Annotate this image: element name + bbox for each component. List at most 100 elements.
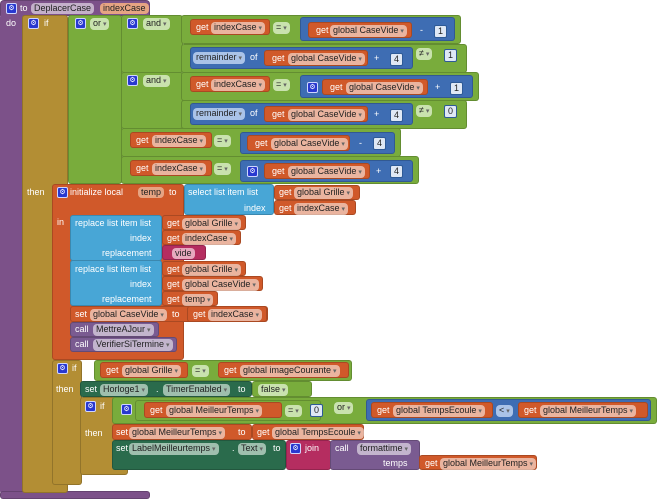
var-dropdown[interactable]: global MeilleurTemps (129, 427, 226, 439)
if-label: if (100, 401, 105, 411)
property-dropdown[interactable]: TimerEnabled (163, 384, 231, 396)
get-label: get (279, 187, 292, 197)
var-dropdown[interactable]: global CaseVide (346, 82, 423, 94)
of-label: of (250, 52, 258, 62)
get-label: get (279, 203, 292, 213)
gear-icon[interactable]: ⚙ (57, 187, 68, 198)
var-dropdown[interactable]: global Grille (122, 365, 181, 377)
op-dropdown[interactable]: ≠ (416, 105, 433, 117)
if-block[interactable] (52, 360, 82, 485)
number-field[interactable]: 1 (444, 49, 458, 62)
procedure-dropdown[interactable]: MettreAJour (93, 324, 154, 336)
op-dropdown[interactable]: < (496, 405, 513, 417)
index-label: index (130, 233, 152, 243)
op-dropdown[interactable]: = (273, 22, 290, 34)
replace-list-item-block[interactable] (70, 260, 162, 306)
op-label: + (376, 166, 382, 176)
get-label: get (272, 166, 285, 176)
var-dropdown[interactable]: global CaseVide (90, 309, 167, 321)
get-label: get (272, 53, 285, 63)
op-dropdown[interactable]: = (214, 135, 231, 147)
replacement-label: replacement (102, 294, 152, 304)
gear-icon[interactable]: ⚙ (28, 18, 39, 29)
or-dropdown[interactable]: or (90, 18, 110, 30)
and-dropdown[interactable]: and (143, 75, 170, 87)
procedure-name-field[interactable]: DeplacerCase (31, 3, 95, 14)
var-dropdown[interactable]: indexCase (152, 163, 206, 175)
var-dropdown[interactable]: indexCase (211, 22, 265, 34)
var-dropdown[interactable]: temp (182, 294, 214, 306)
get-label: get (167, 233, 180, 243)
to-label: to (20, 3, 28, 13)
gear-icon[interactable]: ⚙ (127, 75, 138, 86)
var-dropdown[interactable]: global TempsEcoule (272, 427, 364, 439)
var-dropdown[interactable]: global TempsEcoule (393, 405, 485, 417)
var-dropdown[interactable]: global CaseVide (288, 166, 365, 178)
var-dropdown[interactable]: indexCase (211, 79, 265, 91)
gear-icon[interactable]: ⚙ (75, 18, 86, 29)
remainder-dropdown[interactable]: remainder (193, 52, 245, 64)
number-field[interactable]: 4 (390, 109, 404, 122)
number-field[interactable]: 4 (390, 53, 404, 66)
var-dropdown[interactable]: global Grille (182, 218, 241, 230)
var-dropdown[interactable]: global CaseVide (271, 138, 348, 150)
gear-icon[interactable]: ⚙ (127, 18, 138, 29)
op-dropdown[interactable]: = (192, 365, 209, 377)
get-label: get (255, 138, 268, 148)
op-dropdown[interactable]: = (273, 79, 290, 91)
select-list-item-block[interactable] (184, 184, 274, 215)
var-dropdown[interactable]: global imageCourante (240, 365, 340, 377)
param-field[interactable]: indexCase (100, 3, 149, 14)
number-field[interactable]: 4 (373, 137, 387, 150)
get-label: get (106, 365, 119, 375)
gear-icon[interactable]: ⚙ (307, 82, 318, 93)
get-label: get (316, 25, 329, 35)
local-name-field[interactable]: temp (138, 187, 165, 198)
var-dropdown[interactable]: global Grille (182, 264, 241, 276)
var-dropdown[interactable]: global CaseVide (288, 109, 365, 121)
var-dropdown[interactable]: indexCase (294, 203, 348, 215)
replace-list-item-block[interactable] (70, 215, 162, 261)
property-dropdown[interactable]: Text (238, 443, 266, 455)
remainder-dropdown[interactable]: remainder (193, 108, 245, 120)
number-field[interactable]: 1 (450, 82, 464, 95)
gear-icon[interactable]: ⚙ (57, 363, 68, 374)
op-dropdown[interactable]: = (285, 405, 302, 417)
var-dropdown[interactable]: global CaseVide (330, 25, 407, 37)
var-dropdown[interactable]: indexCase (152, 135, 206, 147)
procedure-dropdown[interactable]: VerifierSiTermine (93, 339, 173, 351)
op-dropdown[interactable]: ≠ (416, 48, 433, 60)
var-dropdown[interactable]: indexCase (182, 233, 236, 245)
var-dropdown[interactable]: global CaseVide (288, 53, 365, 65)
number-field[interactable]: 1 (434, 25, 448, 38)
to-label: to (238, 427, 246, 437)
set-label: set (85, 384, 98, 394)
var-dropdown[interactable]: global MeilleurTemps (166, 405, 263, 417)
number-field[interactable]: 4 (390, 165, 404, 178)
op-dropdown[interactable]: = (214, 163, 231, 175)
set-label: set (116, 427, 129, 437)
text-field[interactable]: vide (172, 248, 195, 259)
gear-icon[interactable]: ⚙ (121, 404, 132, 415)
number-field[interactable]: 0 (444, 105, 458, 118)
to-label: to (172, 309, 180, 319)
boolean-dropdown[interactable]: false (258, 384, 289, 396)
component-dropdown[interactable]: LabelMeilleurtemps (129, 443, 219, 455)
or-block[interactable] (68, 15, 122, 184)
and-dropdown[interactable]: and (143, 18, 170, 30)
var-dropdown[interactable]: indexCase (208, 309, 262, 321)
temps-label: temps (383, 458, 408, 468)
var-dropdown[interactable]: global CaseVide (182, 279, 259, 291)
gear-icon[interactable]: ⚙ (85, 401, 96, 412)
or-dropdown[interactable]: or (334, 402, 354, 414)
then-label: then (56, 384, 74, 394)
component-dropdown[interactable]: Horloge1 (100, 384, 148, 396)
gear-icon[interactable]: ⚙ (290, 443, 301, 454)
var-dropdown[interactable]: global Grille (294, 187, 353, 199)
var-dropdown[interactable]: global MeilleurTemps (540, 405, 637, 417)
number-field[interactable]: 0 (310, 404, 324, 417)
procedure-dropdown[interactable]: formattime (357, 443, 411, 455)
gear-icon[interactable]: ⚙ (6, 3, 17, 14)
var-dropdown[interactable]: global MeilleurTemps (440, 458, 537, 470)
gear-icon[interactable]: ⚙ (247, 166, 258, 177)
